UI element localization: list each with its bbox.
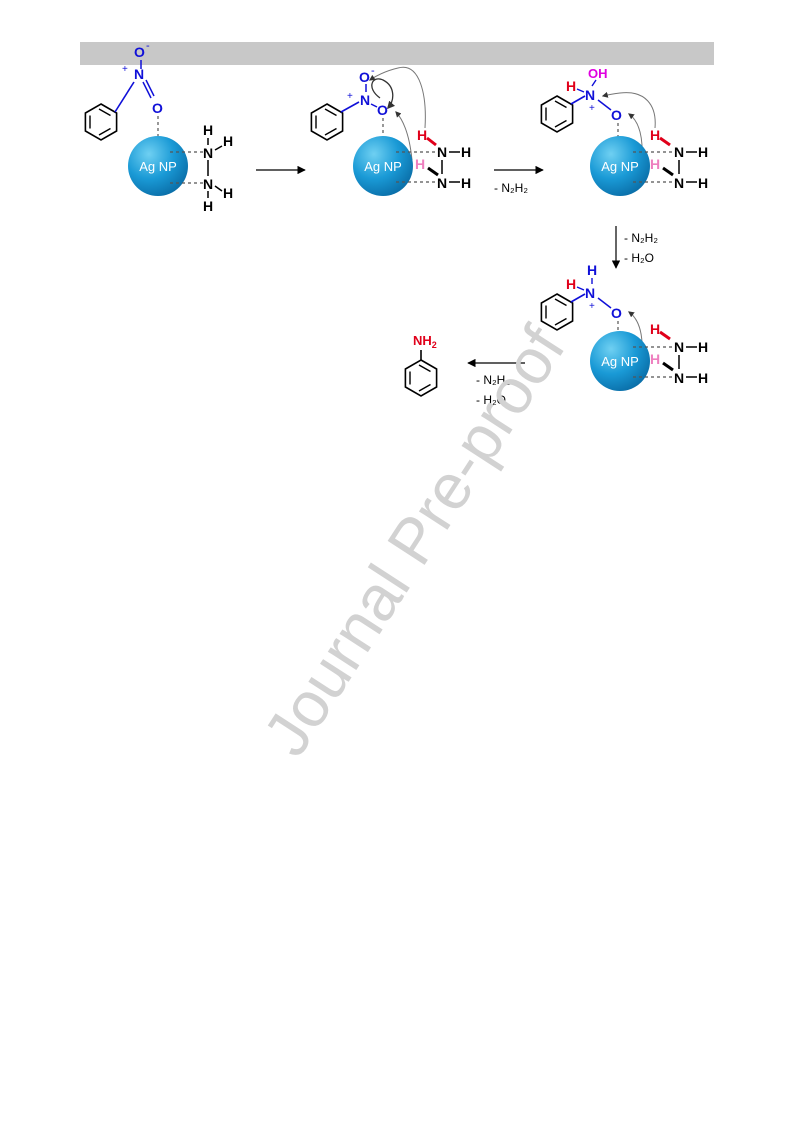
hydrazine-h-3: H <box>223 185 233 201</box>
product-aniline: NH2 <box>404 333 438 397</box>
hydrazine-h-top-4: H <box>698 339 708 355</box>
atom-o-4: O <box>611 305 622 321</box>
benzene-ring-3 <box>540 95 574 133</box>
benzene-ring-2 <box>310 103 344 141</box>
byproduct-step4-b: - H₂O <box>476 393 506 407</box>
hydrogen-on-n-3: H <box>566 78 576 94</box>
hydrogen-a-on-n-4: H <box>566 276 576 292</box>
np-label-1: Ag NP <box>139 159 177 174</box>
atom-o-bottom-2: O <box>377 102 388 118</box>
hydrazine-h-1: H <box>203 122 213 138</box>
silver-nanoparticle-2 <box>353 136 413 196</box>
byproduct-step3-a: - N₂H₂ <box>624 231 658 245</box>
atom-o-top-1: O <box>134 44 145 60</box>
atom-o-bottom-1: O <box>152 100 163 116</box>
atom-o-top-2: O <box>359 69 370 85</box>
hydrazine-n-top-1: N <box>203 145 213 161</box>
silver-nanoparticle-3 <box>590 136 650 196</box>
charge-plus-3: + <box>589 103 595 114</box>
silver-nanoparticle-4 <box>590 331 650 391</box>
hydrogen-b-on-n-4: H <box>587 262 597 278</box>
hydrogen-red-2: H <box>417 127 427 143</box>
hydrazine-n-top-2: N <box>437 144 447 160</box>
hydrazine-n-bottom-3: N <box>674 175 684 191</box>
atom-o-3: O <box>611 107 622 123</box>
atom-n-2: N <box>360 92 370 108</box>
stage-2-hydride-transfer: N + O - O Ag NP H H N N H H <box>310 65 471 196</box>
curly-arrow-top <box>369 66 426 129</box>
amine-group: NH2 <box>413 333 437 350</box>
curly-arrow-3a <box>601 91 656 129</box>
atom-n-1: N <box>134 66 144 82</box>
charge-plus-1: + <box>122 64 128 75</box>
byproduct-step4-a: - N₂H₂ <box>476 373 510 387</box>
hydrogen-red-3: H <box>650 127 660 143</box>
hydrazine-n-top-3: N <box>674 144 684 160</box>
hydroxyl-3: OH <box>588 66 608 81</box>
hydrazine-h-bottom-2: H <box>461 175 471 191</box>
benzene-ring-4 <box>540 293 574 331</box>
header-bar <box>80 42 714 65</box>
byproduct-step3-b: - H₂O <box>624 251 654 265</box>
np-label-3: Ag NP <box>601 159 639 174</box>
charge-plus-2: + <box>347 91 353 102</box>
hydrazine-n-bottom-4: N <box>674 370 684 386</box>
curly-arrow-lower <box>395 111 413 161</box>
stage-1-nitrobenzene-adsorbed: N + O - O Ag NP N N H H H H <box>84 40 233 214</box>
byproduct-step2: - N₂H₂ <box>494 181 528 195</box>
benzene-ring-1 <box>84 103 118 141</box>
benzene-ring-product <box>404 359 438 397</box>
np-label-2: Ag NP <box>364 159 402 174</box>
stage-3-hydroxylamine-intermediate: N + H OH O Ag NP H H N N H H <box>540 66 708 196</box>
np-label-4: Ag NP <box>601 354 639 369</box>
atom-n-4: N <box>585 285 595 301</box>
hydrazine-h-top-3: H <box>698 144 708 160</box>
hydrazine-h-bottom-4: H <box>698 370 708 386</box>
atom-n-3: N <box>585 87 595 103</box>
hydrogen-red-4: H <box>650 321 660 337</box>
hydrazine-h-top-2: H <box>461 144 471 160</box>
hydrogen-pink-2: H <box>415 156 425 172</box>
hydrazine-h-2: H <box>223 133 233 149</box>
curly-arrow-ring <box>371 78 396 110</box>
stage-4-amine-intermediate: N + H H O Ag NP H H N N H H <box>540 262 708 391</box>
charge-minus-1: - <box>146 40 150 52</box>
hydrazine-n-top-4: N <box>674 339 684 355</box>
hydrazine-h-4: H <box>203 198 213 214</box>
hydrazine-n-bottom-2: N <box>437 175 447 191</box>
charge-plus-4: + <box>589 301 595 312</box>
hydrazine-n-bottom-1: N <box>203 176 213 192</box>
hydrogen-pink-4: H <box>650 351 660 367</box>
hydrogen-pink-3: H <box>650 156 660 172</box>
charge-minus-2: - <box>371 65 375 77</box>
hydrazine-h-bottom-3: H <box>698 175 708 191</box>
silver-nanoparticle-1 <box>128 136 188 196</box>
